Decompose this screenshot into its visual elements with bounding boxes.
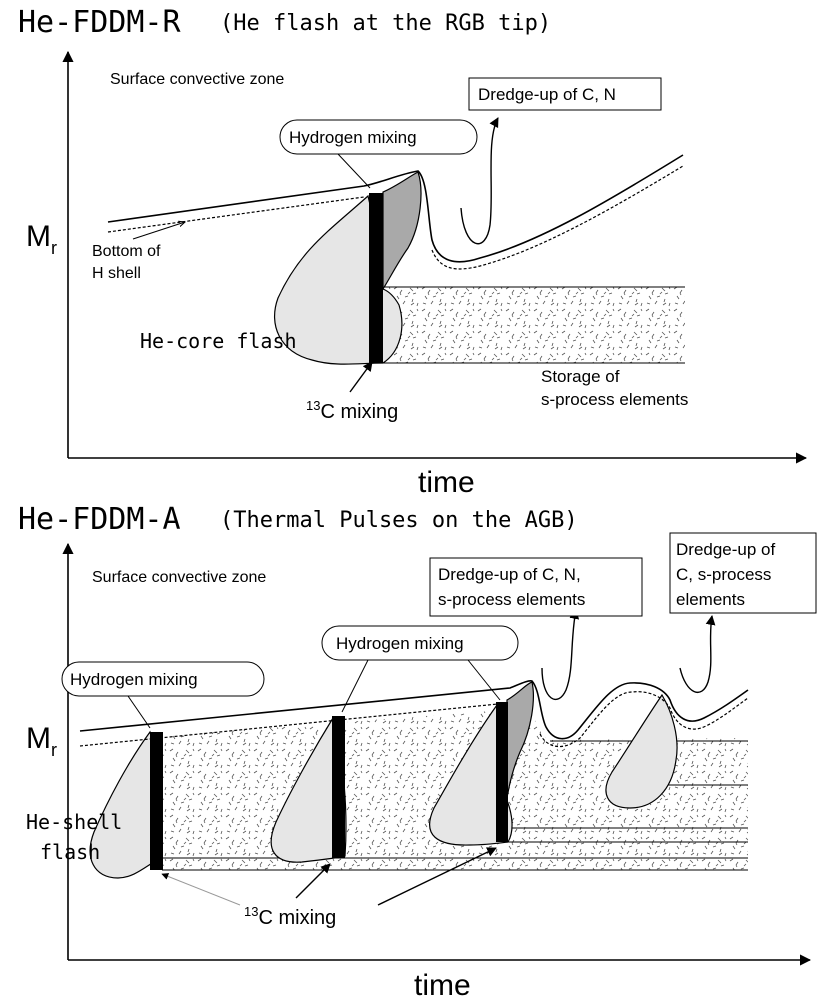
bottom-hydrogen-label-1: Hydrogen mixing	[70, 670, 198, 689]
bottom-c13-arrow-3	[377, 847, 497, 906]
top-hydrogen-label: Hydrogen mixing	[289, 128, 417, 147]
top-c13-label: 13C mixing	[306, 398, 398, 423]
bottom-x-label: time	[414, 969, 471, 1002]
bottom-surface-line	[79, 680, 749, 740]
top-c13-bar	[369, 193, 383, 363]
bottom-c13-arrow-2	[295, 863, 331, 899]
bottom-dredge1-line2: s-process elements	[438, 590, 585, 609]
bottom-c13-bar-2	[332, 716, 345, 858]
bottom-c13-bar-1	[150, 732, 163, 870]
bottom-surface-label: Surface convective zone	[92, 569, 266, 586]
top-hydrogen-pointer	[337, 153, 371, 189]
top-surface-label: Surface convective zone	[110, 71, 284, 88]
bottom-flash-line2: flash	[40, 840, 100, 864]
top-c13-arrow	[349, 361, 373, 393]
bottom-dredge1-line1: Dredge-up of C, N,	[438, 565, 581, 584]
top-hydrogen-callout	[279, 119, 478, 155]
bottom-hydrogen-callout-1	[61, 661, 265, 697]
bottom-c13-label: 13C mixing	[244, 904, 336, 929]
top-flash-label: He-core flash	[140, 329, 297, 353]
top-dredge-arrow	[460, 117, 499, 245]
bottom-hydrogen-pointer-1	[127, 695, 151, 729]
bottom-dredge-arrow-1	[541, 609, 580, 701]
bottom-h-shell-line	[79, 691, 749, 748]
bottom-dredge-arrow-2	[679, 615, 716, 694]
bottom-pulse3-hydrogen-shape	[506, 681, 534, 799]
bottom-c13-bar-3	[496, 702, 508, 842]
top-x-label: time	[418, 466, 475, 499]
top-panel: He-FDDM-R (He flash at the RGB tip) Mr t…	[18, 5, 808, 499]
bottom-hydrogen-pointer-2b	[467, 659, 501, 701]
top-dredge-box	[468, 77, 662, 111]
top-h-shell-line-right	[431, 165, 684, 270]
top-storage-region	[383, 287, 685, 363]
bottom-dredge-box-1	[429, 557, 643, 617]
bottom-dredge2-line1: Dredge-up of	[676, 540, 776, 559]
top-hydrogen-shape	[382, 171, 422, 292]
top-surface-line	[107, 154, 684, 263]
top-storage-line1: Storage of	[541, 367, 620, 386]
top-title-main: He-FDDM-R	[18, 5, 181, 40]
bottom-title-sub: (Thermal Pulses on the AGB)	[220, 508, 578, 533]
top-bottom-h-arrow	[132, 222, 185, 240]
bottom-y-label: Mr	[26, 722, 57, 760]
bottom-c13-arrow-1	[161, 873, 241, 906]
top-y-label: Mr	[26, 220, 57, 258]
bottom-pulse4-shape	[605, 693, 678, 809]
top-bottom-h-line2: H shell	[92, 265, 141, 282]
top-title-sub: (He flash at the RGB tip)	[220, 11, 551, 36]
bottom-dredge2-line3: elements	[676, 590, 745, 609]
bottom-hydrogen-label-2: Hydrogen mixing	[336, 634, 464, 653]
bottom-hydrogen-callout-2	[321, 625, 519, 661]
bottom-dredge-box-2	[669, 532, 817, 614]
bottom-pulse2-shape	[270, 716, 347, 863]
bottom-hydrogen-pointer-2a	[341, 659, 369, 713]
bottom-dredge2-line2: C, s-process	[676, 565, 771, 584]
top-dredge-label: Dredge-up of C, N	[478, 85, 616, 104]
bottom-panel: He-FDDM-A (Thermal Pulses on the AGB) Mr…	[18, 502, 817, 1002]
top-h-shell-line-left	[107, 196, 365, 233]
bottom-flash-line1: He-shell	[26, 810, 122, 834]
top-bottom-h-line1: Bottom of	[92, 243, 161, 260]
top-storage-line2: s-process elements	[541, 390, 688, 409]
bottom-title-main: He-FDDM-A	[18, 502, 181, 537]
